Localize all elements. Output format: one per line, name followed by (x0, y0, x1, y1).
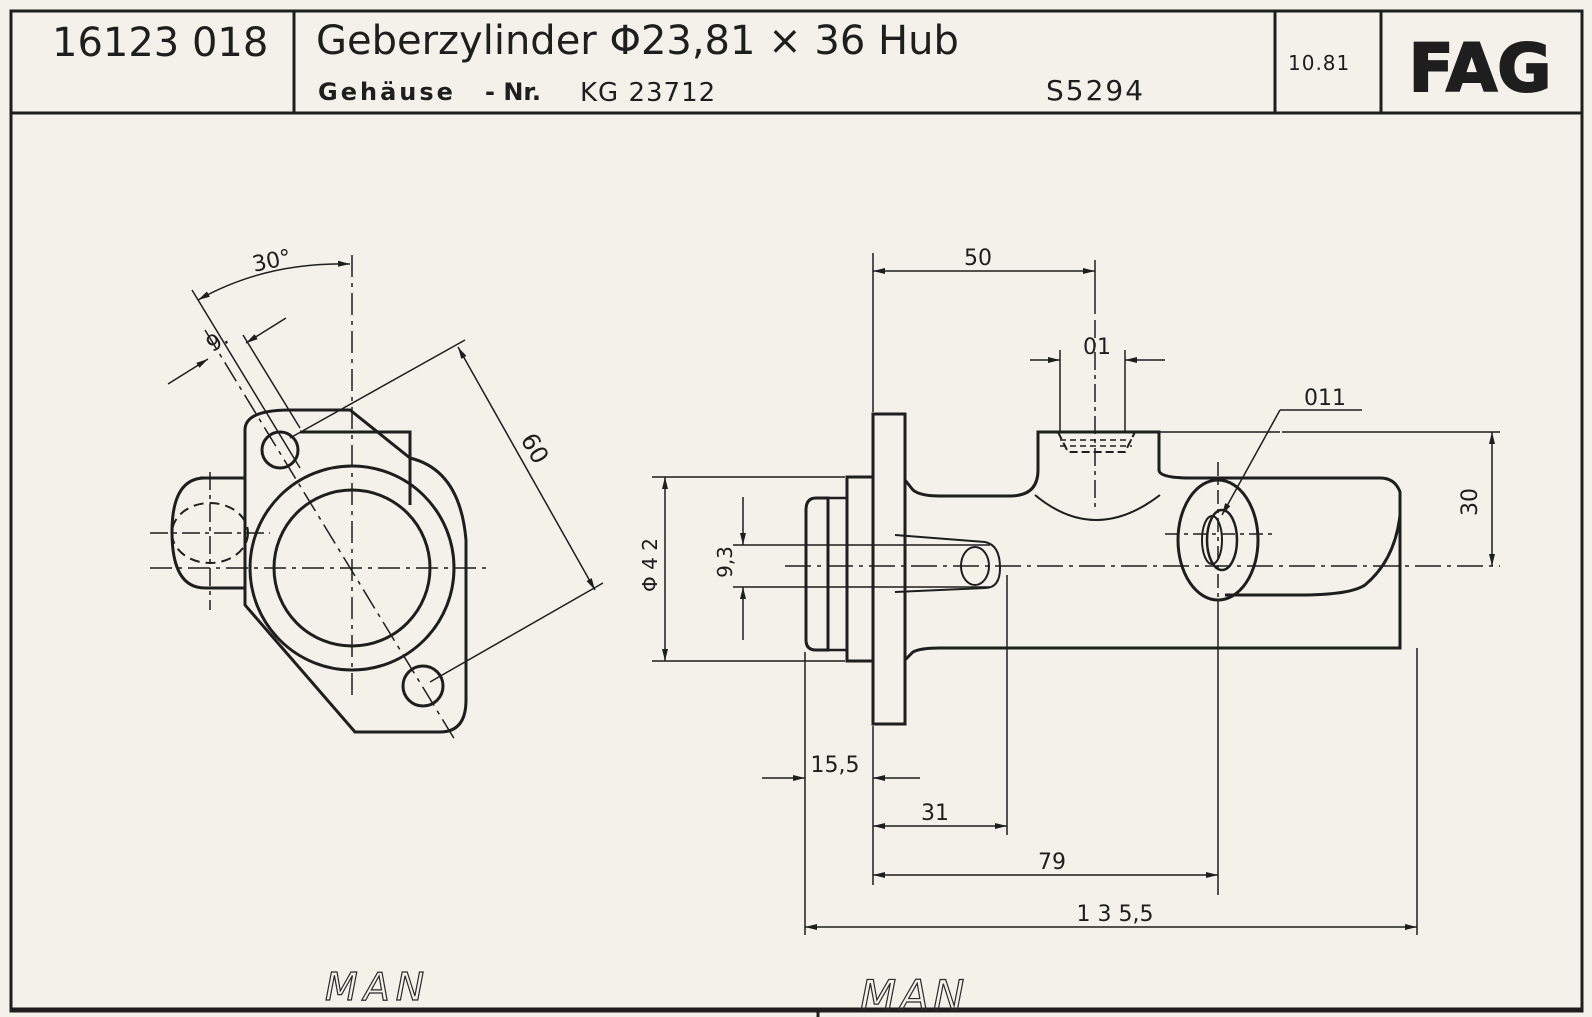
collar-seal (804, 496, 830, 652)
dim-label-dia93: 9,3 (713, 546, 737, 578)
collar-ring (845, 475, 875, 663)
port-thread-inner-011 (1201, 515, 1223, 565)
angle-arc-30 (197, 260, 351, 301)
bolt-ext-line-upper (289, 339, 466, 439)
title-block (9, 9, 1584, 1017)
upper-boss (300, 430, 412, 505)
pushrod-bore (894, 534, 1002, 593)
dim-label-30: 30 (1458, 488, 1483, 516)
bolt-ext-line-lower (429, 582, 604, 683)
bolt-hole-lower (401, 664, 445, 708)
port-01-thread (1057, 431, 1136, 453)
housing-number: KG 23712 (580, 78, 716, 108)
end-view (150, 255, 604, 741)
fag-logo: FAG (1398, 29, 1562, 108)
angle-label: 30° (250, 245, 293, 278)
collar-inner (826, 496, 849, 652)
brand-logo-text: FAG (1409, 30, 1552, 107)
dim-label-dia42: Φ 4 2 (638, 538, 662, 592)
mounting-flange (871, 412, 907, 726)
dim-label-31: 31 (921, 801, 949, 826)
dim-label-01: 01 (1083, 335, 1111, 360)
part-number: 16123 018 (52, 20, 268, 66)
dim-label-155: 15,5 (811, 753, 860, 778)
dim-label-50: 50 (964, 246, 992, 271)
handwritten-note-right: MAN (860, 971, 968, 1017)
drawing-date: 10.81 (1288, 51, 1350, 75)
housing-label: Gehäuse (318, 78, 456, 106)
bolt-spacing-label: 60 (515, 428, 555, 468)
bolt-hole-upper (260, 430, 300, 470)
cylinder-body-bottom (903, 515, 1402, 662)
offset-dim-arrow-right (245, 317, 287, 344)
bolt-axis-line (204, 329, 456, 741)
handwritten-note-left: MAN (325, 965, 430, 1009)
dim-label-1355: 1 3 5,5 (1077, 902, 1154, 927)
leader-011 (1221, 409, 1281, 516)
dim-label-011: 011 (1304, 386, 1346, 411)
dim-label-79: 79 (1038, 850, 1066, 875)
s-code: S5294 (1046, 74, 1145, 107)
flange-outline (243, 408, 468, 734)
offset-dim-arrow-left (167, 358, 209, 385)
port-01-fillet (1034, 494, 1161, 521)
housing-nr-prefix: - Nr. (485, 78, 541, 106)
side-port (170, 476, 245, 590)
side-view (652, 253, 1500, 935)
sheet-border (9, 9, 1584, 1013)
offset-extension-line (242, 334, 301, 429)
cylinder-body-top (903, 430, 1402, 597)
drawing-title: Geberzylinder Φ23,81 × 36 Hub (316, 18, 959, 64)
bolt-spacing-dim (457, 346, 596, 591)
angle-extension-line (191, 289, 301, 469)
offset-label: 9. (202, 325, 233, 357)
